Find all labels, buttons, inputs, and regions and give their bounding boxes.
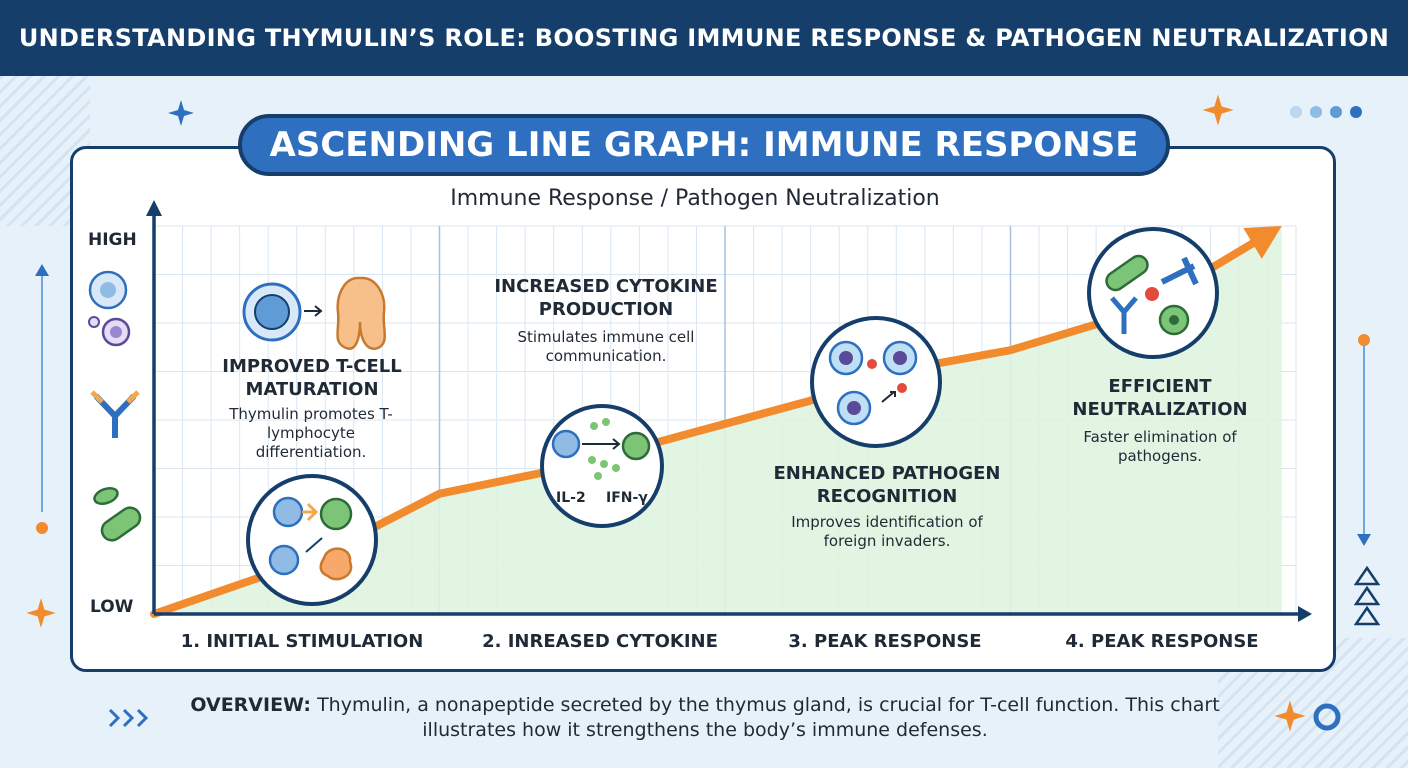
overview-body: Thymulin, a nonapeptide secreted by the … <box>317 694 1220 741</box>
cytokine-ifn-label: IFN-γ <box>606 490 648 506</box>
dots-icon <box>1290 106 1362 118</box>
stage-4-heading: EFFICIENT NEUTRALIZATION <box>1072 376 1248 420</box>
stage-4-description: Faster elimination of pathogens. <box>1083 428 1237 465</box>
triangles-icon <box>1354 566 1380 626</box>
chart-subtitle: Immune Response / Pathogen Neutralizatio… <box>450 186 940 211</box>
t-cell-icon <box>242 282 302 342</box>
sparkle-icon <box>1202 94 1234 126</box>
chart-title-pill: ASCENDING LINE GRAPH: IMMUNE RESPONSE <box>238 114 1170 176</box>
x-tick-label: 4. PEAK RESPONSE <box>1065 631 1259 652</box>
cytokine-icon <box>540 404 664 528</box>
t-cell-differentiation-icon <box>246 474 378 606</box>
stage-1-heading: IMPROVED T-CELL MATURATION <box>222 356 402 400</box>
bacteria-icon <box>93 486 142 542</box>
antibody-icon <box>90 390 140 438</box>
series-arrowhead <box>1243 226 1282 259</box>
y-axis-high-label: HIGH <box>88 230 137 250</box>
stage-3-heading: ENHANCED PATHOGEN RECOGNITION <box>773 463 1001 507</box>
chart-title: ASCENDING LINE GRAPH: IMMUNE RESPONSE <box>269 125 1139 165</box>
circle-icon <box>1358 334 1370 346</box>
sparkle-icon <box>26 598 56 628</box>
y-axis-low-label: LOW <box>90 597 134 617</box>
x-tick-label: 1. INITIAL STIMULATION <box>180 631 424 652</box>
circle-icon <box>36 522 48 534</box>
x-axis-arrow <box>1298 606 1312 622</box>
sparkle-icon <box>168 100 194 126</box>
stage-2-description: Stimulates immune cell communication. <box>517 328 695 365</box>
header-bar: UNDERSTANDING THYMULIN’S ROLE: BOOSTING … <box>0 0 1408 76</box>
thymus-icon <box>336 276 386 350</box>
y-axis-arrow <box>146 200 162 216</box>
neutralization-icon <box>1087 227 1219 359</box>
sparkle-icon <box>1274 700 1306 732</box>
ring-icon <box>1313 703 1341 731</box>
x-tick-label: 3. PEAK RESPONSE <box>788 631 982 652</box>
cell-cluster-icon <box>88 270 131 347</box>
pathogen-recognition-icon <box>810 316 942 448</box>
overview-text: OVERVIEW: Thymulin, a nonapeptide secret… <box>160 693 1250 743</box>
stage-2-heading: INCREASED CYTOKINE PRODUCTION <box>494 276 718 320</box>
arrow-right-icon <box>304 305 323 317</box>
cytokine-il2-label: IL-2 <box>556 490 586 506</box>
stage-1-description: Thymulin promotes T-lymphocyte different… <box>229 405 393 461</box>
stage-3-description: Improves identification of foreign invad… <box>791 513 983 550</box>
x-tick-label: 2. INREASED CYTOKINE <box>482 631 718 652</box>
page-title: UNDERSTANDING THYMULIN’S ROLE: BOOSTING … <box>18 24 1390 52</box>
chevrons-icon <box>108 708 149 728</box>
down-arrow-icon <box>1357 340 1371 546</box>
overview-label: OVERVIEW: <box>190 694 312 716</box>
up-arrow-icon <box>35 264 49 512</box>
series-area <box>154 226 1282 614</box>
